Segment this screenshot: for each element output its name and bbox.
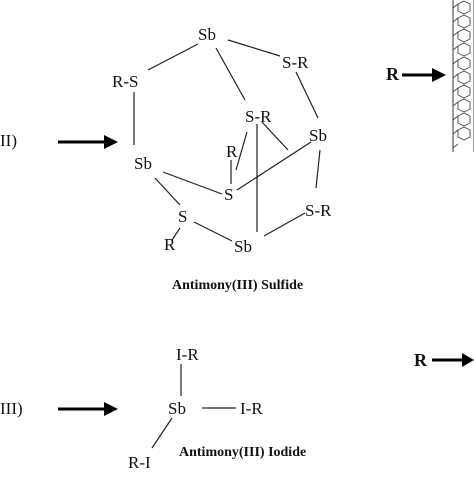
bond bbox=[147, 43, 199, 71]
sb-atom-top: Sb bbox=[198, 25, 216, 44]
bond bbox=[236, 141, 312, 191]
bond bbox=[227, 39, 281, 57]
left-fragment-top: II) bbox=[0, 131, 17, 150]
bond bbox=[261, 121, 289, 151]
ir-group-top: I-R bbox=[176, 345, 199, 364]
r-group-center: R bbox=[226, 142, 238, 161]
bond bbox=[171, 227, 181, 241]
left-fragment-bottom: III) bbox=[0, 399, 23, 418]
sr-group-top-right: S-R bbox=[282, 53, 309, 72]
bond bbox=[235, 131, 248, 171]
bond bbox=[162, 171, 223, 195]
r-label-top-right: R bbox=[386, 64, 400, 84]
ir-group-right: I-R bbox=[240, 399, 263, 418]
bond bbox=[315, 149, 321, 189]
bond bbox=[215, 47, 246, 101]
reaction-arrow-bottom-right bbox=[432, 353, 474, 367]
nanotube-surface bbox=[452, 0, 474, 152]
sr-group-right-lower: S-R bbox=[305, 201, 332, 220]
ri-group-bottom-left: R-I bbox=[128, 453, 151, 472]
rs-group-left: R-S bbox=[112, 72, 138, 91]
bond bbox=[151, 417, 173, 449]
sb-atom-iodide: Sb bbox=[168, 399, 186, 418]
iodide-bonds bbox=[151, 364, 236, 449]
iodide-caption: Antimony(III) Iodide bbox=[179, 445, 306, 460]
sb-atom-left: Sb bbox=[134, 154, 152, 173]
sr-group-middle: S-R bbox=[245, 107, 272, 126]
r-label-bottom-right: R bbox=[414, 350, 428, 370]
sulfide-bonds bbox=[133, 39, 321, 242]
s-atom-bottom-left: S bbox=[178, 207, 187, 226]
s-atom-center: S bbox=[224, 185, 233, 204]
bond bbox=[193, 221, 233, 242]
reaction-arrow-bottom bbox=[58, 402, 118, 416]
sulfide-caption: Antimony(III) Sulfide bbox=[172, 278, 303, 293]
sb-atom-right: Sb bbox=[309, 126, 327, 145]
reaction-arrow-top bbox=[58, 135, 118, 149]
bond bbox=[154, 177, 181, 206]
bond bbox=[263, 212, 306, 237]
reaction-arrow-top-right bbox=[402, 68, 446, 82]
r-group-bottom-left: R bbox=[164, 235, 176, 254]
sb-atom-bottom: Sb bbox=[234, 237, 252, 256]
bond bbox=[295, 71, 319, 119]
